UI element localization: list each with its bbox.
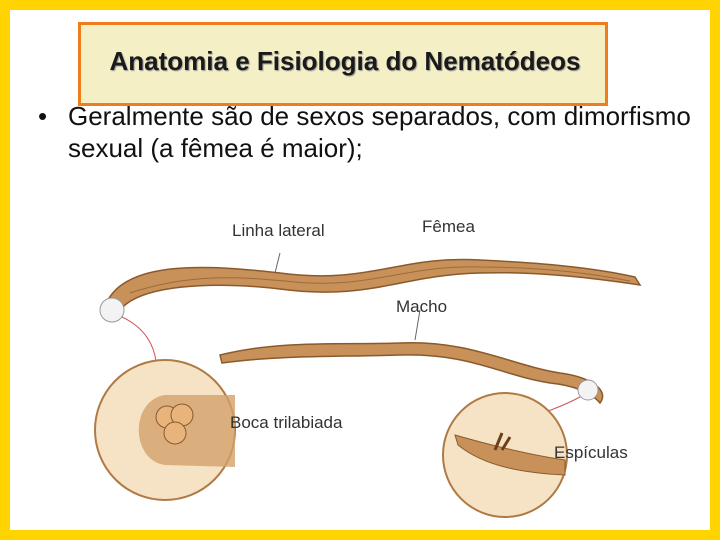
nematode-drawing	[94, 252, 642, 518]
macho-pointer	[414, 309, 421, 341]
linha-lateral-pointer	[274, 252, 281, 274]
title-box	[78, 22, 608, 106]
label-boca-trilabiada: Boca trilabiada	[230, 413, 343, 432]
slide-title: Anatomia e Fisiologia do Nematódeos	[109, 46, 581, 76]
label-femea: Fêmea	[422, 217, 475, 236]
label-espiculas: Espículas	[554, 443, 628, 462]
bullet-dot-icon: •	[38, 101, 48, 131]
female-head-marker	[99, 297, 125, 323]
female-lateral-line	[129, 266, 631, 294]
male-worm	[219, 342, 604, 405]
mouth-lip-3	[163, 421, 187, 445]
bullet-text: Geralmente são de sexos separados, com d…	[68, 101, 691, 163]
spicule	[493, 432, 512, 451]
female-worm	[107, 258, 642, 312]
bullet-item: • Geralmente são de sexos separados, com…	[38, 100, 718, 164]
label-linha-lateral: Linha lateral	[232, 221, 325, 240]
label-macho: Macho	[396, 297, 448, 316]
nematode-illustration: Linha lateral Fêmea Macho Boca trilabiad…	[70, 205, 670, 525]
male-tail-marker	[577, 379, 599, 401]
spicule-tail	[454, 434, 566, 476]
